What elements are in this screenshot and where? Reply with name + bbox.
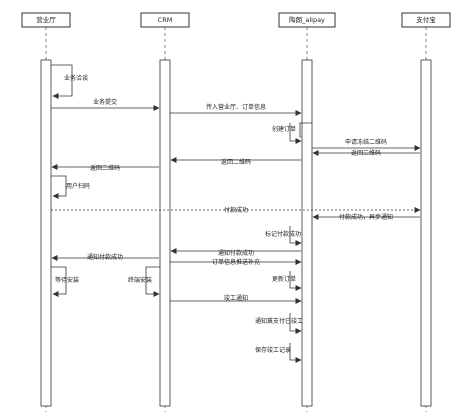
svg-text:通知付款成功: 通知付款成功 bbox=[218, 249, 254, 257]
svg-text:用户扫码: 用户扫码 bbox=[66, 182, 90, 190]
svg-text:更新订单: 更新订单 bbox=[272, 275, 296, 283]
svg-text:返回二维码: 返回二维码 bbox=[351, 149, 381, 157]
message-business-negotiation: 业务洽谈 bbox=[51, 64, 88, 99]
svg-text:终端安装: 终端安装 bbox=[128, 276, 152, 284]
participant-pay: 支付宝 bbox=[401, 12, 451, 28]
message-save-completion-record: 保存竣工记录 bbox=[255, 343, 302, 363]
svg-text:CRM: CRM bbox=[158, 16, 173, 24]
svg-text:通知冀支付已竣工: 通知冀支付已竣工 bbox=[255, 317, 303, 325]
participant-hall: 营业厅 bbox=[21, 12, 71, 28]
svg-text:业务洽谈: 业务洽谈 bbox=[64, 74, 88, 82]
svg-text:营业厅: 营业厅 bbox=[36, 15, 56, 24]
svg-text:竣工通知: 竣工通知 bbox=[224, 294, 248, 302]
svg-text:付款成功，异步通知: 付款成功，异步通知 bbox=[339, 213, 393, 221]
message-mark-paid: 标记付款成功 bbox=[265, 226, 302, 246]
participant-crm: CRM bbox=[140, 12, 190, 28]
activation-hall bbox=[40, 59, 52, 407]
svg-text:通知付款成功: 通知付款成功 bbox=[87, 253, 123, 261]
svg-text:标记付款成功: 标记付款成功 bbox=[265, 230, 301, 238]
svg-text:返回二维码: 返回二维码 bbox=[221, 158, 251, 166]
message-notify-paid-crm: 通知付款成功 bbox=[170, 248, 301, 257]
svg-text:保存竣工记录: 保存竣工记录 bbox=[255, 346, 291, 354]
activation-crm bbox=[159, 59, 171, 407]
svg-text:订单信息推送补充: 订单信息推送补充 bbox=[212, 258, 260, 266]
svg-text:返回二维码: 返回二维码 bbox=[90, 164, 120, 172]
message-return-qr-3: 返回二维码 bbox=[51, 164, 159, 172]
message-return-qr-1: 返回二维码 bbox=[312, 149, 420, 157]
svg-text:申请冻结二维码: 申请冻结二维码 bbox=[345, 138, 387, 146]
message-notify-pay-completed: 通知冀支付已竣工 bbox=[255, 313, 303, 334]
message-pass-order-info: 传入营业厅、订单信息 bbox=[170, 103, 302, 116]
message-waiting-install: 等待安装 bbox=[51, 266, 79, 297]
message-create-order: 创建订单 bbox=[272, 122, 312, 144]
message-completion-notice: 竣工通知 bbox=[170, 294, 302, 304]
message-order-push-supplement: 订单信息推送补充 bbox=[170, 258, 302, 266]
svg-text:陶朗_alipay: 陶朗_alipay bbox=[289, 15, 325, 24]
message-payment-success: 付款成功 bbox=[51, 206, 421, 214]
message-apply-freeze-qr: 申请冻结二维码 bbox=[312, 138, 421, 151]
svg-text:传入营业厅、订单信息: 传入营业厅、订单信息 bbox=[206, 103, 266, 111]
activation-alipay bbox=[301, 59, 313, 407]
svg-text:支付宝: 支付宝 bbox=[416, 15, 436, 24]
message-return-qr-2: 返回二维码 bbox=[170, 157, 301, 166]
svg-text:业务提交: 业务提交 bbox=[93, 98, 117, 106]
message-terminal-install: 终端安装 bbox=[128, 266, 160, 297]
message-async-notify: 付款成功，异步通知 bbox=[312, 213, 420, 221]
message-business-submit: 业务提交 bbox=[51, 98, 160, 111]
message-user-scan: 用户扫码 bbox=[51, 175, 90, 199]
message-notify-paid-hall: 通知付款成功 bbox=[51, 253, 159, 261]
participant-alipay: 陶朗_alipay bbox=[278, 12, 336, 28]
svg-text:付款成功: 付款成功 bbox=[224, 206, 248, 214]
svg-text:等待安装: 等待安装 bbox=[55, 276, 79, 284]
activation-pay bbox=[420, 59, 432, 407]
svg-text:创建订单: 创建订单 bbox=[272, 125, 296, 133]
message-update-order: 更新订单 bbox=[272, 271, 302, 291]
